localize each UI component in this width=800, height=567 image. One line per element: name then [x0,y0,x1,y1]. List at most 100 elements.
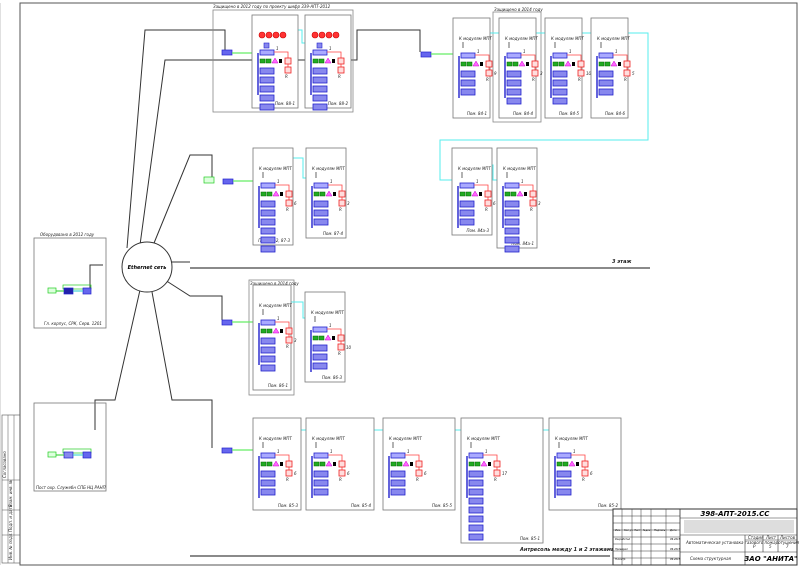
stamp-sign: Подп. и дата [8,504,13,532]
room-caption: Пом. 84-4 [513,111,534,116]
manual-call-point-icon [324,57,332,64]
module-link-label: К модулям МПТ [505,36,538,41]
controller-unit [460,52,476,59]
controller-unit [313,452,329,459]
alarm-siren-icon [318,31,326,39]
terminal-label: 1 [329,323,332,328]
terminator-icon [333,462,336,466]
detector-icon [474,461,481,467]
remote-node-main-caption: Гл. корпус, СРК, Серв. 1201 [44,321,102,326]
sign-count: 6 [424,471,427,476]
module-block [312,353,328,361]
group-2014-top-frame [492,11,542,123]
module-block [468,497,484,505]
controller-unit [506,52,522,59]
detector-icon [265,58,272,64]
module-block [459,218,475,226]
module-link-label: К модулям МПТ [389,436,422,441]
module-block [260,236,276,244]
terminal-label: 1 [569,49,572,54]
module-block [468,479,484,487]
module-block [598,70,614,78]
module-block [506,70,522,78]
network-links [89,29,421,448]
terminator-icon [279,59,282,63]
module-block [552,70,568,78]
room-caption: Пом. 85-4 [351,503,372,508]
light-sign-icon [531,60,539,68]
company-name: ЗАО "АНИТА" [744,555,797,563]
switch-nodes [221,49,432,454]
manual-call-point-icon [324,334,332,341]
sign-count: 17 [502,471,508,476]
module-block [598,79,614,87]
light-sign-icon [338,190,346,198]
detector-icon [562,461,569,467]
light-sign-icon [285,336,293,344]
sign-count: 6 [590,471,593,476]
module-block [312,67,328,75]
module-link-label: К модулям МПТ [312,436,345,441]
module-block [260,488,276,496]
module-link-label: К модулям МПТ [551,36,584,41]
sign-count: 6 [294,471,297,476]
room-caption: Пом. 84-6 [605,111,626,116]
sheet-frame [19,2,798,566]
terminal-label: 1 [277,316,280,321]
terminator-icon [524,192,527,196]
controller-unit [259,49,275,56]
group-2012-title: Защищено в 2012 году по проекту шифр 339… [213,4,331,9]
room-caption: Пом. 87-4 [323,231,344,236]
module-block [313,218,329,226]
terminal-label: 1 [277,449,280,454]
detector-icon [396,461,403,467]
terminal-r: R [416,477,419,482]
module-block [504,236,520,244]
room-caption: Пом. 85-5 [432,503,453,508]
light-sign-icon [577,69,585,77]
module-block [260,346,276,354]
controller-unit [312,49,328,56]
sheets-value: 7 [786,544,789,549]
sign-count: 3 [538,201,541,206]
module-block [390,488,406,496]
room-caption: Пом. 88-1 [275,101,295,106]
light-sign-icon [285,327,293,335]
alarm-siren-icon [272,31,280,39]
light-sign-icon [415,469,423,477]
terminal-r: R [494,477,497,482]
manual-call-point-icon [325,190,333,197]
manual-call-point-icon [402,460,410,467]
light-sign-icon [284,57,292,65]
col-doc: №док [642,529,651,532]
light-sign-icon [577,60,585,68]
detector-icon [312,58,319,64]
stamp-repl: Взам. инв. № [8,480,13,507]
manual-call-point-icon [610,60,618,67]
role-check: Проверил [615,547,628,551]
light-sign-icon [337,57,345,65]
role-dev: Разработал [615,537,631,541]
module-block [504,209,520,217]
terminal-r: R [486,77,489,82]
controller-unit [552,52,568,59]
module-block [598,88,614,96]
module-block [312,103,328,111]
room-caption: Пом. 85-1 [520,536,540,541]
light-sign-icon [338,199,346,207]
module-link-label: К модулям МПТ [259,166,292,171]
module-block [468,470,484,478]
module-block [312,85,328,93]
terminal-label: 1 [277,179,280,184]
detector-icon [510,191,517,197]
terminal-r: R [578,77,581,82]
module-block [459,209,475,217]
detector-icon [459,191,466,197]
module-block [313,470,329,478]
terminal-label: 1 [276,46,279,51]
ethernet-hub: Ethernet сеть [89,29,421,448]
